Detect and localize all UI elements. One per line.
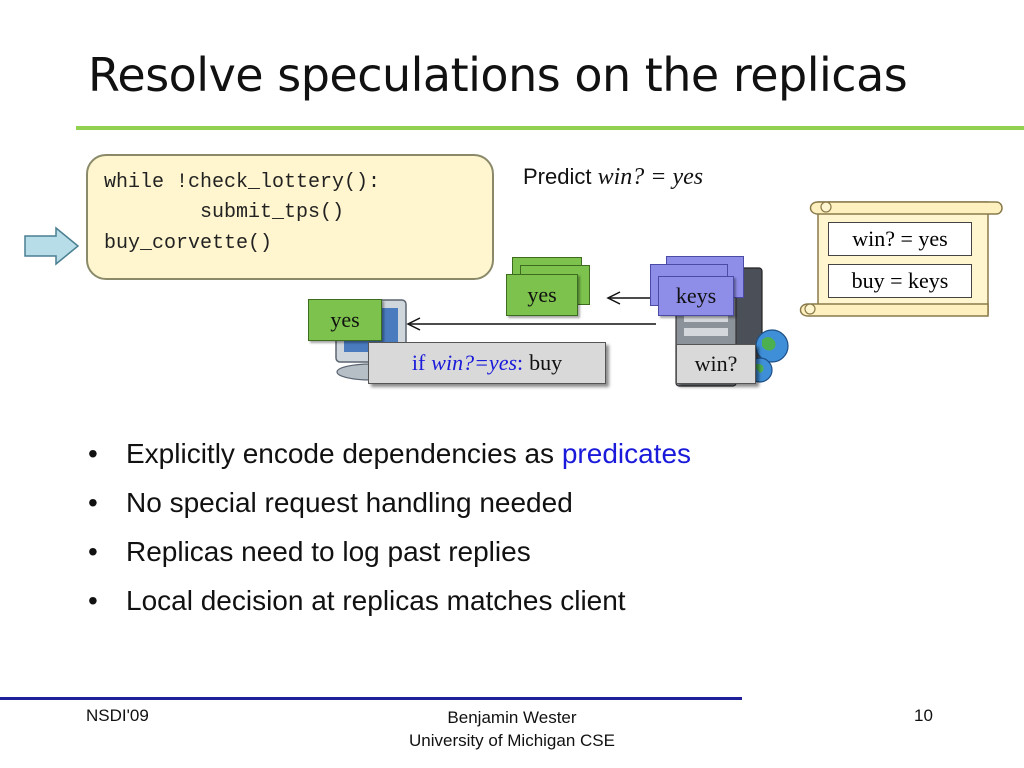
slide-title: Resolve speculations on the replicas: [88, 48, 908, 102]
title-divider: [76, 126, 1024, 130]
scroll-log-icon: [799, 201, 1003, 317]
code-box: while !check_lottery(): submit_tps() buy…: [86, 154, 494, 280]
predicate-action: buy: [529, 350, 563, 375]
page-number: 10: [914, 706, 933, 725]
predicate-box: if win?=yes : buy: [368, 342, 606, 384]
footer-divider: [0, 697, 742, 700]
bullet-text: Local decision at replicas matches clien…: [126, 585, 626, 616]
code-line-submit: submit_tps(): [104, 201, 345, 224]
predict-expression: win? = yes: [597, 164, 704, 190]
footer-venue: NSDI'09: [86, 706, 149, 725]
predicate-condition: win?=yes: [431, 350, 518, 375]
footer-author: Benjamin Wester University of Michigan C…: [392, 706, 632, 752]
bullet-highlight: predicates: [561, 438, 692, 469]
bullet-dot-icon: •: [88, 585, 98, 616]
predict-word: Predict: [523, 164, 592, 189]
bullet-text: Replicas need to log past replies: [126, 536, 531, 567]
prediction-label: Predict win? = yes: [523, 164, 703, 191]
scroll-entry-buy: buy = keys: [828, 264, 972, 298]
reply-arrow-to-client-icon: [406, 317, 656, 331]
bullet-text: No special request handling needed: [126, 487, 573, 518]
footer-author-name: Benjamin Wester: [447, 708, 577, 727]
bullet-dot-icon: •: [88, 438, 98, 469]
client-reply-yes: yes: [308, 299, 382, 341]
bullet-dot-icon: •: [88, 536, 98, 567]
code-line-buy: buy_corvette(): [104, 232, 273, 255]
server-reply-keys: keys: [658, 276, 734, 316]
current-line-arrow-icon: [24, 226, 80, 271]
reply-arrow-to-replica-icon: [606, 291, 652, 305]
bullet-dot-icon: •: [88, 487, 98, 518]
code-line-loop: while !check_lottery():: [104, 171, 381, 194]
server-label-win: win?: [676, 344, 756, 384]
bullet-text: Explicitly encode dependencies as: [126, 438, 562, 469]
predicate-colon: :: [517, 350, 524, 375]
predicate-if: if: [411, 350, 426, 375]
footer-affiliation: University of Michigan CSE: [409, 731, 615, 750]
replica-reply-yes: yes: [506, 274, 578, 316]
scroll-entry-win: win? = yes: [828, 222, 972, 256]
